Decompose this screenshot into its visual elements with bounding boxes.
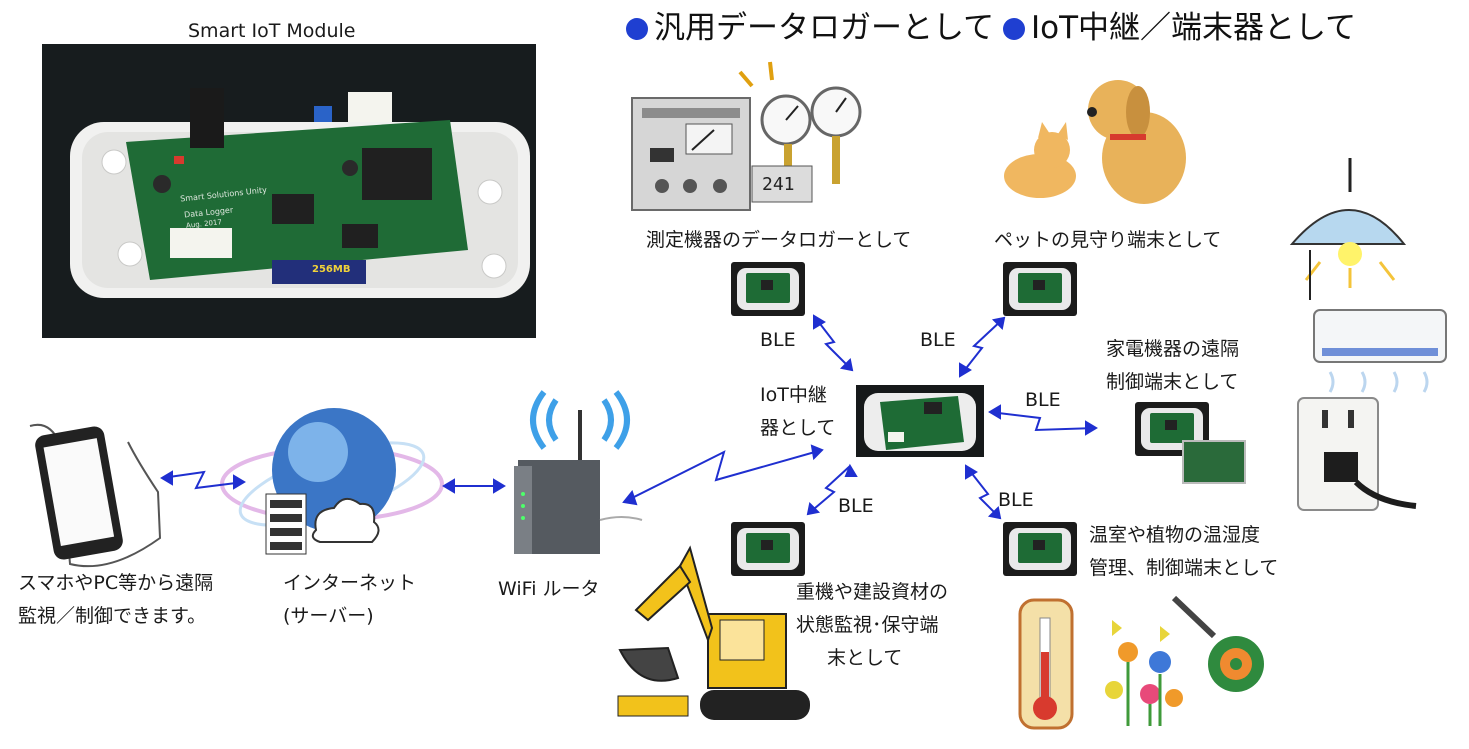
pet-icon xyxy=(1004,80,1186,204)
excavator-icon xyxy=(617,545,810,720)
lamp-icon xyxy=(1289,158,1407,300)
link-heavy xyxy=(807,465,851,515)
label-pet: ペットの見守り端末として xyxy=(994,229,1222,251)
ble-label-heavy: BLE xyxy=(838,495,874,517)
air-conditioner-icon xyxy=(1313,309,1447,393)
bullet-icon xyxy=(1003,18,1025,40)
heading-data-logger-text: 汎用データロガーとして xyxy=(654,10,995,46)
link-appliance xyxy=(989,411,1097,432)
heading-iot-relay-text: IoT中継／端末器として xyxy=(1031,10,1357,46)
heading-iot-relay: IoT中継／端末器として xyxy=(1003,8,1356,48)
module-thumb-measure xyxy=(731,262,805,316)
relay-module-icon xyxy=(856,385,984,457)
link-phone-internet xyxy=(161,470,245,490)
link-measure xyxy=(813,315,853,371)
module-thumb-pet xyxy=(1003,262,1077,316)
link-lines xyxy=(160,314,1098,520)
instrument-icon xyxy=(631,97,751,211)
label-internet-2: (サーバー) xyxy=(283,605,374,627)
flowers-icon xyxy=(1105,620,1183,726)
module-title: Smart IoT Module xyxy=(188,20,356,42)
label-heavy-1: 重機や建設資材の xyxy=(796,581,949,603)
label-appliance-2: 制御端末として xyxy=(1106,371,1239,393)
smartphone-icon xyxy=(29,423,162,568)
label-router: WiFi ルータ xyxy=(498,578,600,600)
module-board-icon xyxy=(1182,440,1246,484)
label-phone-2: 監視／制御できます。 xyxy=(18,605,207,627)
ble-label-greenhouse: BLE xyxy=(998,489,1034,511)
gauge-icon xyxy=(738,61,862,203)
link-greenhouse xyxy=(965,465,1001,519)
module-photo-art xyxy=(42,44,536,338)
hose-reel-icon xyxy=(1171,595,1264,692)
sd-label: 256MB xyxy=(312,264,351,275)
meter-display: 241 xyxy=(762,174,795,195)
ble-label-appliance: BLE xyxy=(1025,389,1061,411)
module-photo: Smart Solutions Unity Data Logger Aug. 2… xyxy=(42,44,536,338)
label-heavy-3: 末として xyxy=(827,647,903,669)
ble-label-measure: BLE xyxy=(760,329,796,351)
link-router-relay xyxy=(623,449,823,503)
bullet-icon xyxy=(626,18,648,40)
internet-globe-icon xyxy=(220,408,444,555)
label-relay-1: IoT中継 xyxy=(760,384,827,406)
label-greenhouse-2: 管理、制御端末として xyxy=(1089,557,1279,579)
label-heavy-2: 状態監視･保守端 xyxy=(796,614,939,636)
label-internet-1: インターネット xyxy=(283,572,417,594)
label-phone-1: スマホやPC等から遠隔 xyxy=(18,572,214,594)
module-thumb-greenhouse xyxy=(1003,522,1077,576)
power-outlet-icon xyxy=(1297,397,1417,511)
thermometer-icon xyxy=(1018,598,1074,730)
ble-label-pet: BLE xyxy=(920,329,956,351)
link-pet xyxy=(959,317,1005,377)
label-appliance-1: 家電機器の遠隔 xyxy=(1106,338,1240,360)
label-greenhouse-1: 温室や植物の温湿度 xyxy=(1089,524,1261,546)
heading-data-logger: 汎用データロガーとして xyxy=(626,8,994,48)
wifi-router-icon xyxy=(514,390,643,554)
module-thumb-heavy xyxy=(731,522,805,576)
label-measure: 測定機器のデータロガーとして xyxy=(646,229,912,251)
label-relay-2: 器として xyxy=(760,417,836,439)
